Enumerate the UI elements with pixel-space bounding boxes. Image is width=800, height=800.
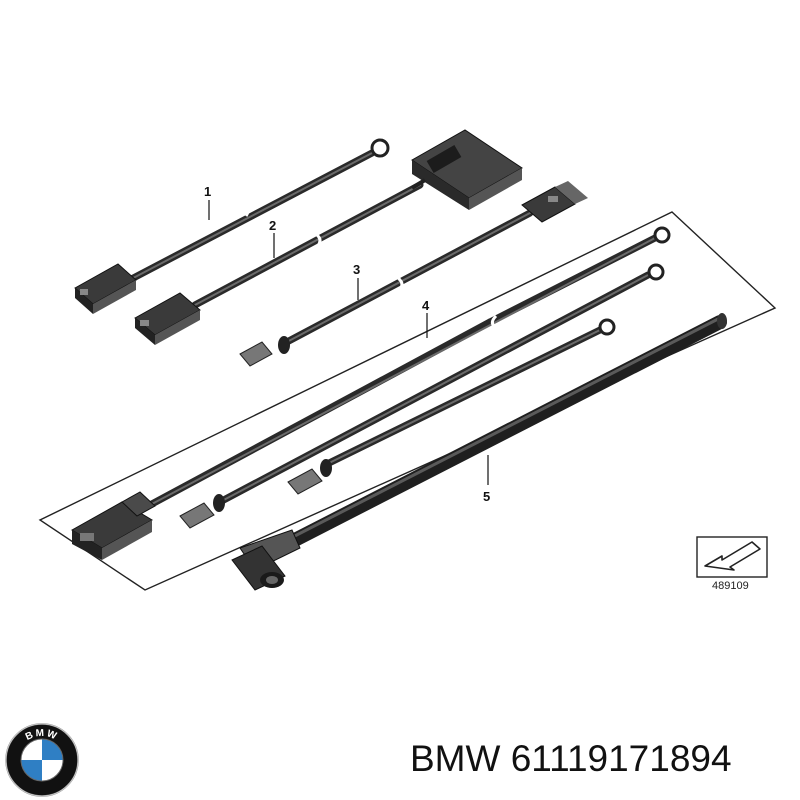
cable-2: [134, 129, 523, 345]
cable-2-junction-box: [410, 129, 523, 210]
harness-4-connector: [71, 491, 156, 560]
cable-5: [231, 313, 727, 591]
reference-symbol: [696, 536, 768, 578]
callout-1: 1: [204, 184, 212, 199]
callout-3: 3: [353, 262, 361, 277]
cable-3-terminal: [239, 336, 290, 367]
cable-3-connector: [521, 181, 588, 223]
cable-1: [74, 138, 390, 314]
callout-2: 2: [269, 218, 277, 233]
reference-number: 489109: [712, 580, 749, 592]
svg-text:BMW: BMW: [24, 728, 60, 743]
bmw-logo: BMW: [5, 723, 79, 797]
callout-5: 5: [483, 489, 491, 504]
assembly-frame: [38, 211, 777, 591]
part-caption: BMW 61119171894: [410, 738, 732, 779]
cable-1-connector: [74, 263, 137, 314]
callout-4: 4: [422, 298, 430, 313]
cable-5-angled-terminal: [231, 529, 301, 591]
cable-3: [239, 181, 588, 367]
harness-4: [71, 226, 671, 560]
callout-leaders: [208, 200, 489, 485]
cable-2-connector: [134, 292, 201, 345]
